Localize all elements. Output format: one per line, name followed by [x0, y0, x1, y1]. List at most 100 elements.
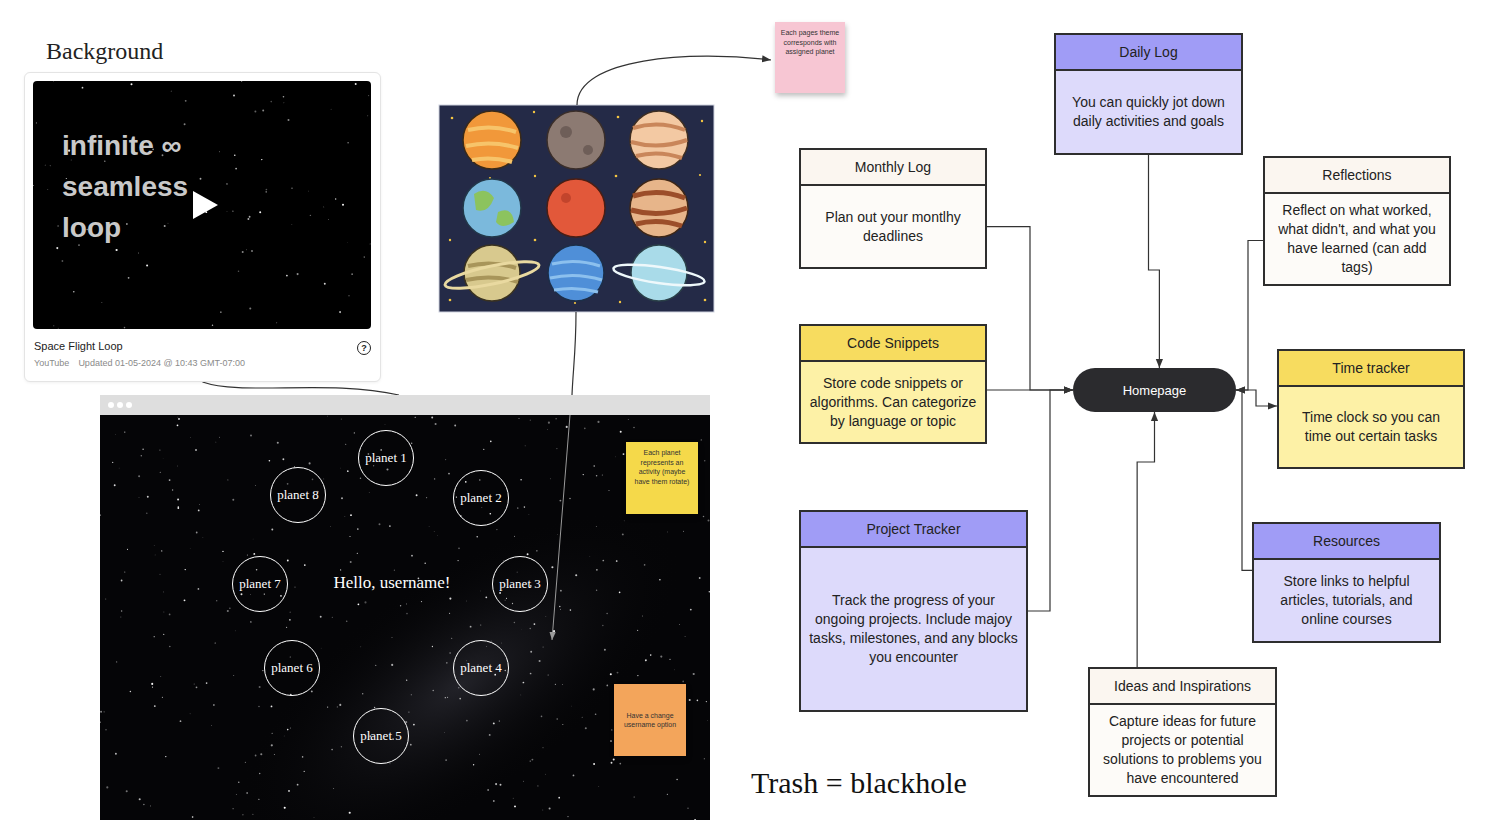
star-dot	[212, 325, 213, 326]
star-dot	[355, 83, 357, 85]
box-body-text: Reflect on what worked, what didn't, and…	[1273, 201, 1441, 277]
star-dot	[256, 569, 258, 571]
star-dot	[434, 478, 435, 479]
star-dot	[118, 467, 120, 469]
star-dot	[360, 646, 362, 648]
star-dot	[347, 470, 349, 472]
star-dot	[151, 683, 153, 685]
star-dot	[283, 102, 285, 104]
star-dot	[286, 275, 288, 277]
star-dot	[379, 523, 381, 525]
star-dot	[499, 720, 500, 721]
star-dot	[215, 642, 216, 643]
planet-band	[631, 192, 687, 226]
star-dot	[598, 785, 600, 787]
video-thumbnail: infinite ∞ seamless loop	[33, 81, 371, 329]
star-dot	[47, 189, 49, 191]
star-dot	[437, 534, 439, 536]
star-dot	[364, 256, 366, 258]
star-dot	[288, 790, 290, 792]
connector	[987, 227, 1073, 390]
star-dot	[466, 600, 468, 602]
star-dot	[73, 291, 75, 293]
star-dot	[530, 420, 531, 421]
star-dot	[226, 183, 227, 184]
planet-band	[631, 124, 687, 158]
star-dot	[610, 673, 612, 675]
star-dot	[344, 515, 346, 517]
star-dot	[332, 617, 333, 618]
star-dot	[238, 781, 239, 782]
star-dot	[142, 449, 143, 450]
leader-line	[552, 415, 570, 640]
star-dot	[676, 779, 678, 781]
star-dot	[141, 455, 142, 456]
star-dot	[481, 507, 483, 509]
star-dot	[431, 417, 433, 419]
star-dot	[247, 218, 249, 220]
star-dot	[218, 436, 220, 438]
star-dot	[520, 479, 522, 481]
star-dot	[172, 489, 173, 490]
star-dot	[250, 435, 252, 437]
planet-circle: planet 5	[353, 708, 409, 764]
star-dot	[255, 485, 257, 487]
window-dot	[117, 402, 123, 408]
star-dot	[683, 531, 684, 532]
planet-drawing	[547, 179, 605, 237]
star-dot	[602, 474, 603, 475]
star-dot	[559, 606, 560, 607]
star-dot	[707, 720, 709, 722]
star-dot	[160, 676, 162, 678]
box-title: Time tracker	[1332, 360, 1409, 376]
star-dot	[196, 532, 198, 534]
star-dot	[479, 753, 481, 755]
star-dot	[255, 755, 257, 757]
star-dot	[252, 538, 254, 540]
star-dot	[562, 683, 564, 685]
star-field	[100, 416, 710, 820]
connector	[1236, 390, 1252, 570]
star-dot	[283, 96, 285, 98]
star-dot	[220, 311, 221, 312]
star-dot	[606, 613, 607, 614]
star-dot	[100, 514, 101, 515]
star-dot	[364, 601, 366, 603]
planet-label: planet 4	[460, 660, 502, 676]
star-dot	[282, 458, 284, 460]
star-dot	[368, 95, 369, 96]
star-dot	[114, 484, 116, 486]
star-dot	[226, 211, 228, 213]
star-dot	[669, 659, 670, 660]
star-dot	[549, 807, 551, 809]
star-dot	[310, 215, 311, 216]
star-dot	[466, 720, 468, 722]
box-body-text: Time clock so you can time out certain t…	[1287, 408, 1455, 446]
star-dot	[112, 462, 113, 463]
star-dot	[358, 603, 360, 605]
video-meta-text: YouTube	[34, 358, 69, 368]
star-dot	[277, 442, 279, 444]
star-dot	[115, 753, 117, 755]
star-dot	[340, 569, 341, 570]
star-dot	[460, 515, 462, 517]
star-dot	[327, 415, 329, 417]
star-dot	[62, 260, 64, 262]
greeting-text: Hello, username!	[333, 573, 450, 593]
star-dot	[280, 595, 282, 597]
star-dot	[159, 471, 161, 473]
star-dot	[185, 100, 187, 102]
star-dot	[596, 475, 598, 477]
star-dot	[289, 619, 291, 621]
star-dot	[350, 514, 352, 516]
star-dot	[238, 270, 240, 272]
box-header: Code Snippets	[801, 326, 985, 362]
star-dot	[566, 426, 568, 428]
star-dot	[556, 448, 557, 449]
tiny-stars	[449, 111, 707, 304]
star-dot	[411, 443, 412, 444]
star-dot	[570, 705, 572, 707]
star-dot	[159, 449, 160, 450]
star-dot	[232, 499, 234, 501]
sticky-text: Have a change username option	[619, 711, 681, 730]
